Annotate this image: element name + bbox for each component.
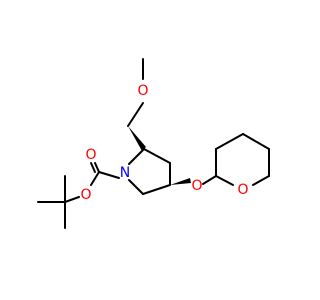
bond-methoxy-o-ch2 <box>127 102 144 127</box>
bond-carbonyl-c-o-b <box>90 162 96 173</box>
bond-thp-c3-c4 <box>215 133 244 150</box>
bond-n1-carbonyl-c <box>98 171 120 179</box>
molecule-structure: O N O O O O <box>37 58 270 229</box>
bond-thp-o-c2 <box>215 175 234 186</box>
bond-c2-c3 <box>143 148 171 164</box>
bond-carbonyl-c-o-a <box>94 162 100 173</box>
bond-thp-c4-c5 <box>242 133 270 150</box>
carbonyl-oxygen-label: O <box>85 147 96 163</box>
bond-c2-n1 <box>128 148 145 165</box>
bond-ester-o-tbu-c <box>64 196 80 203</box>
bonds <box>37 58 270 229</box>
wedge-bond-c2-ch2 <box>128 126 146 151</box>
bond-c5-n1 <box>128 179 144 195</box>
bond-c4-c5 <box>142 184 171 195</box>
ring-nitrogen-label: N <box>120 165 130 181</box>
ester-oxygen-label: O <box>80 187 91 203</box>
bond-thp-c6-o <box>252 175 270 186</box>
atom-labels: O N O O O O <box>80 83 248 203</box>
ether-oxygen-label: O <box>191 178 202 194</box>
thp-ring-oxygen-label: O <box>237 182 248 198</box>
bond-carbonyl-c-ester-o <box>90 171 100 186</box>
wedge-bond-c4-ether-o <box>170 178 191 185</box>
bond-ether-o-thp-c2 <box>202 175 217 185</box>
methoxy-oxygen-label: O <box>137 83 148 99</box>
